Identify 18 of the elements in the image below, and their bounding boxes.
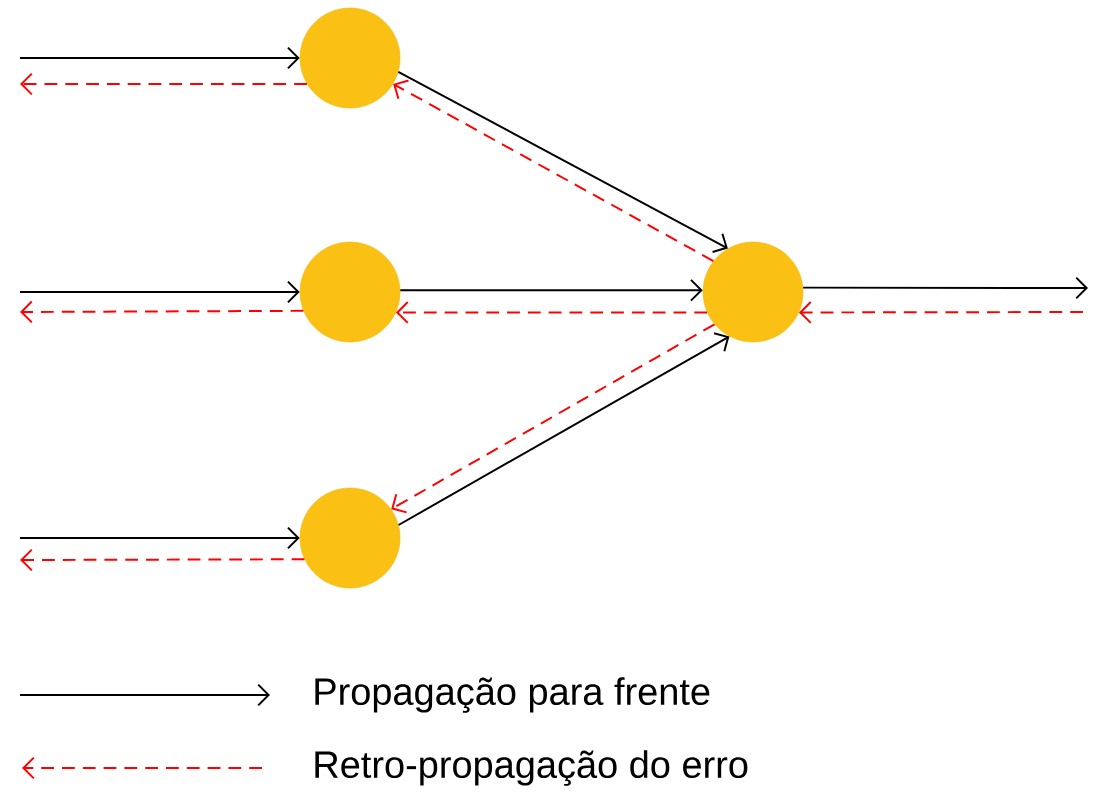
legend-text: Retro-propagação do erro <box>315 750 748 786</box>
arrow <box>802 276 1089 300</box>
legend-text: Propagação para frente <box>315 677 710 713</box>
neuron-circle <box>299 487 401 589</box>
arrow <box>395 301 709 324</box>
neuron-circle <box>299 7 401 109</box>
arrow <box>391 323 716 514</box>
arrow <box>19 46 300 70</box>
arrow <box>19 280 300 304</box>
arrow <box>20 300 305 324</box>
neuron-circle <box>702 241 804 343</box>
neuron-circle <box>299 241 401 343</box>
arrow <box>397 332 730 526</box>
arrow <box>798 301 1084 324</box>
arrow <box>20 548 306 572</box>
arrow <box>399 278 703 302</box>
arrow <box>20 72 308 96</box>
arrow <box>19 526 300 550</box>
